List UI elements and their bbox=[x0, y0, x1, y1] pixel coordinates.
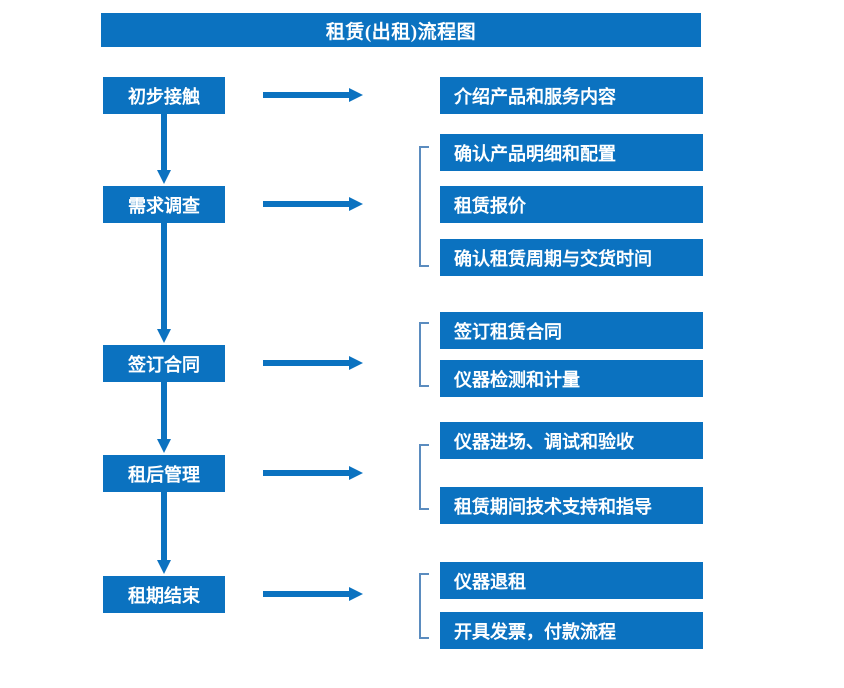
detail-box-2[interactable]: 确认产品明细和配置 bbox=[440, 134, 703, 171]
group-bracket-2 bbox=[419, 146, 429, 267]
stage-box-2[interactable]: 需求调查 bbox=[103, 186, 225, 223]
detail-box-3[interactable]: 租赁报价 bbox=[440, 186, 703, 223]
stage-box-5[interactable]: 租期结束 bbox=[103, 576, 225, 613]
detail-box-2-label: 确认产品明细和配置 bbox=[454, 143, 616, 164]
down-arrow-2 bbox=[157, 223, 171, 343]
detail-box-6[interactable]: 仪器检测和计量 bbox=[440, 360, 703, 397]
detail-box-3-label: 租赁报价 bbox=[454, 195, 526, 216]
page-title: 租赁(出租)流程图 bbox=[101, 13, 701, 47]
detail-box-9-label: 仪器退租 bbox=[454, 571, 526, 592]
detail-box-4[interactable]: 确认租赁周期与交货时间 bbox=[440, 239, 703, 276]
detail-box-5[interactable]: 签订租赁合同 bbox=[440, 312, 703, 349]
right-arrow-5 bbox=[263, 587, 363, 601]
group-bracket-4 bbox=[419, 444, 429, 510]
stage-box-2-label: 需求调查 bbox=[128, 195, 200, 216]
stage-box-3[interactable]: 签订合同 bbox=[103, 345, 225, 382]
right-arrow-4 bbox=[263, 466, 363, 480]
detail-box-1-label: 介绍产品和服务内容 bbox=[454, 86, 616, 107]
right-arrow-1 bbox=[263, 88, 363, 102]
detail-box-8[interactable]: 租赁期间技术支持和指导 bbox=[440, 487, 703, 524]
detail-box-4-label: 确认租赁周期与交货时间 bbox=[454, 248, 652, 269]
right-arrow-2 bbox=[263, 197, 363, 211]
detail-box-10[interactable]: 开具发票，付款流程 bbox=[440, 612, 703, 649]
detail-box-9[interactable]: 仪器退租 bbox=[440, 562, 703, 599]
stage-box-4[interactable]: 租后管理 bbox=[103, 455, 225, 492]
group-bracket-3 bbox=[419, 322, 429, 387]
detail-box-1[interactable]: 介绍产品和服务内容 bbox=[440, 77, 703, 114]
detail-box-6-label: 仪器检测和计量 bbox=[454, 369, 580, 390]
detail-box-5-label: 签订租赁合同 bbox=[454, 321, 562, 342]
down-arrow-1 bbox=[157, 114, 171, 184]
stage-box-1-label: 初步接触 bbox=[128, 86, 200, 107]
right-arrow-3 bbox=[263, 356, 363, 370]
down-arrow-4 bbox=[157, 492, 171, 574]
down-arrow-3 bbox=[157, 382, 171, 453]
stage-box-1[interactable]: 初步接触 bbox=[103, 77, 225, 114]
group-bracket-5 bbox=[419, 573, 429, 639]
detail-box-8-label: 租赁期间技术支持和指导 bbox=[454, 496, 652, 517]
stage-box-5-label: 租期结束 bbox=[128, 585, 200, 606]
detail-box-10-label: 开具发票，付款流程 bbox=[454, 621, 616, 642]
detail-box-7[interactable]: 仪器进场、调试和验收 bbox=[440, 422, 703, 459]
stage-box-3-label: 签订合同 bbox=[128, 354, 200, 375]
detail-box-7-label: 仪器进场、调试和验收 bbox=[454, 431, 634, 452]
stage-box-4-label: 租后管理 bbox=[128, 464, 200, 485]
